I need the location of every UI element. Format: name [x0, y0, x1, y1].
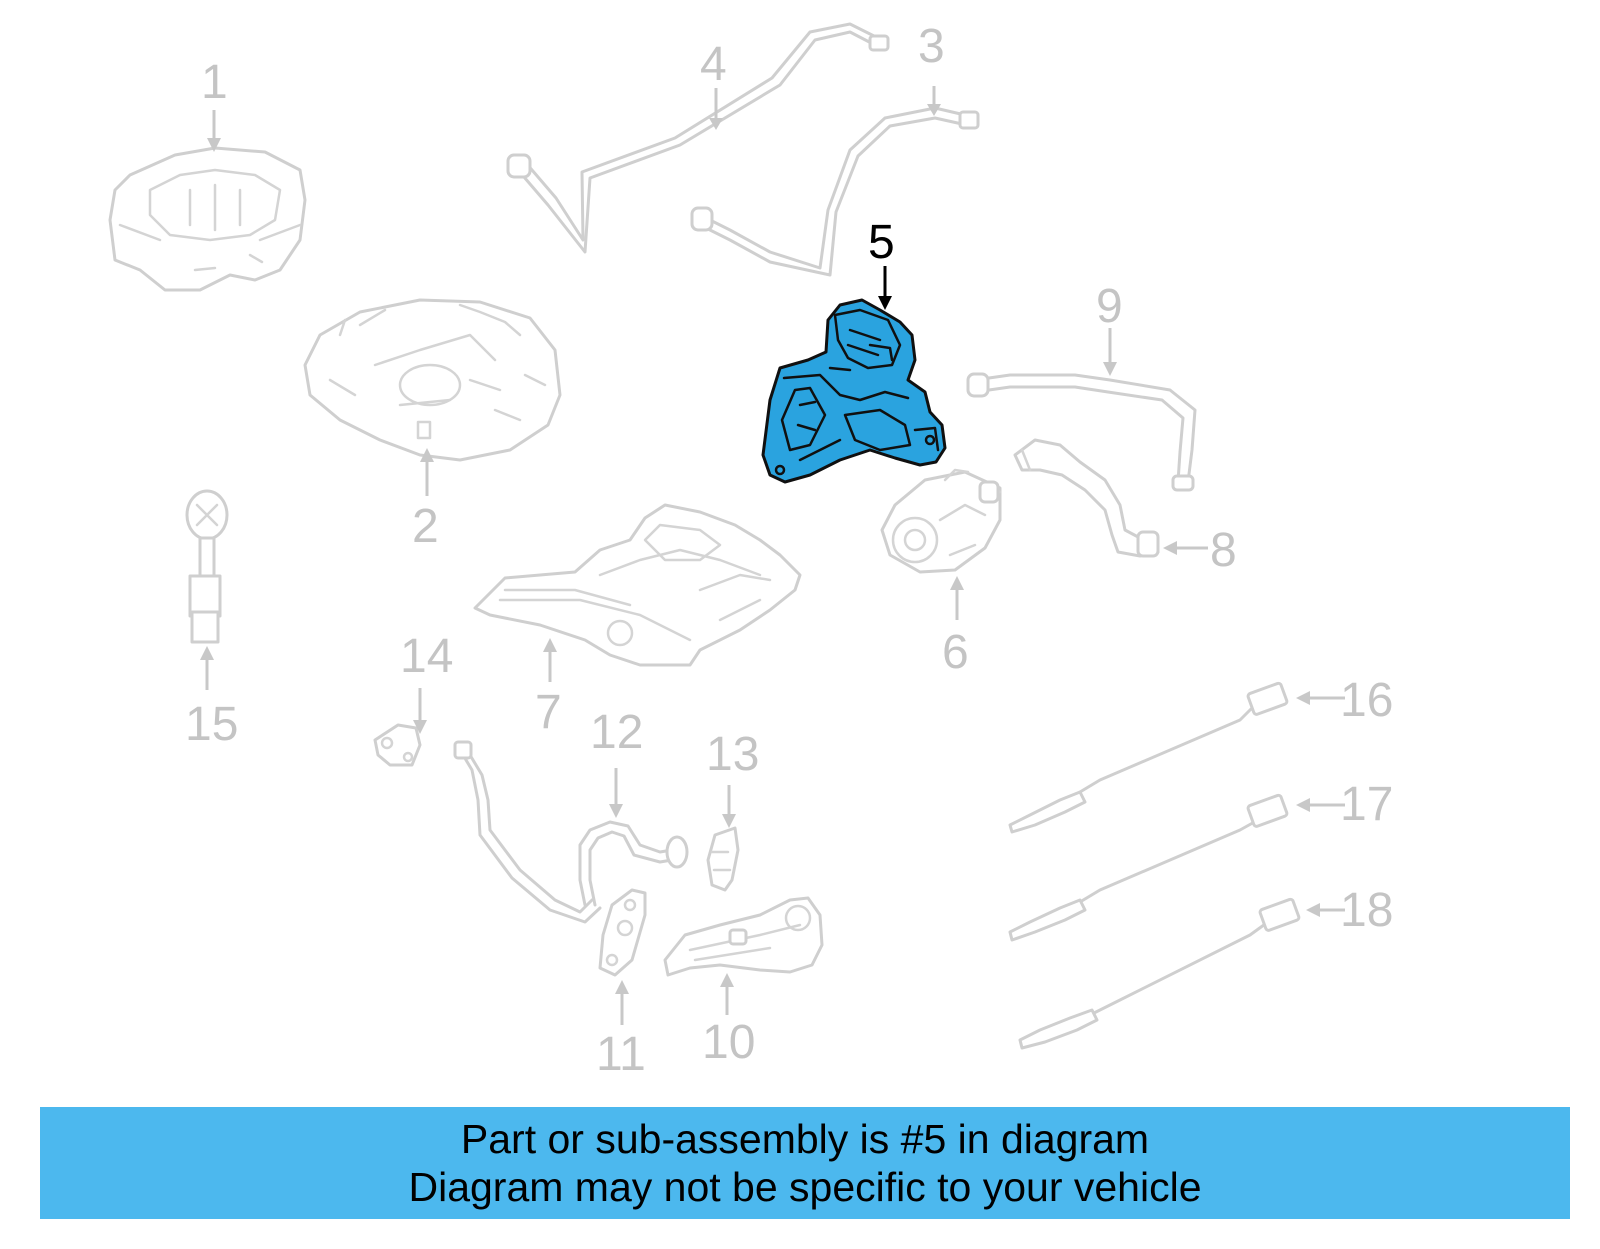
- part-4-hose[interactable]: [506, 22, 890, 254]
- part-13-bracket[interactable]: [706, 826, 740, 892]
- part-11-gasket[interactable]: [598, 888, 647, 977]
- leader-lines: [200, 86, 1345, 1025]
- part-15-sensor[interactable]: [185, 489, 229, 644]
- info-banner: Part or sub-assembly is #5 in diagram Di…: [40, 1107, 1570, 1219]
- part-12-pipe[interactable]: [578, 820, 689, 907]
- part-2-shield[interactable]: [303, 298, 562, 462]
- callout-2: 2: [412, 500, 439, 553]
- callout-17: 17: [1340, 778, 1393, 831]
- part-7-manifold[interactable]: [473, 503, 802, 667]
- callout-14: 14: [400, 630, 453, 683]
- part-10-cooler[interactable]: [663, 896, 824, 977]
- banner-line-1: Part or sub-assembly is #5 in diagram: [460, 1116, 1150, 1162]
- callout-6: 6: [942, 626, 969, 679]
- callout-7: 7: [535, 686, 562, 739]
- callout-labels: 1 2 3 4 5 6 7 8 9 10 11 12 13 14 15 16 1…: [185, 20, 1393, 1081]
- part-18-o2-sensor[interactable]: [1018, 897, 1301, 1050]
- part-17-o2-sensor[interactable]: [1008, 793, 1289, 942]
- callout-1: 1: [201, 56, 228, 109]
- callout-5: 5: [868, 216, 895, 269]
- part-1-air-box[interactable]: [108, 146, 307, 292]
- callout-15: 15: [185, 698, 238, 751]
- callout-4: 4: [700, 38, 727, 91]
- part-3-hose[interactable]: [690, 106, 980, 277]
- part-16-o2-sensor[interactable]: [1008, 681, 1289, 834]
- callout-3: 3: [918, 20, 945, 73]
- part-pipe[interactable]: [453, 740, 602, 924]
- callout-10: 10: [702, 1016, 755, 1069]
- callout-8: 8: [1210, 524, 1237, 577]
- callout-12: 12: [590, 706, 643, 759]
- callout-9: 9: [1096, 280, 1123, 333]
- part-6-air-pump[interactable]: [880, 468, 1002, 574]
- part-5-egr-valve[interactable]: [761, 298, 947, 484]
- part-9-hose[interactable]: [966, 372, 1197, 492]
- part-8-hose[interactable]: [1013, 438, 1160, 558]
- part-14-bracket[interactable]: [373, 723, 422, 767]
- callout-18: 18: [1340, 884, 1393, 937]
- callout-16: 16: [1340, 674, 1393, 727]
- callout-11: 11: [596, 1028, 646, 1081]
- banner-line-2: Diagram may not be specific to your vehi…: [408, 1164, 1202, 1210]
- callout-13: 13: [706, 728, 759, 781]
